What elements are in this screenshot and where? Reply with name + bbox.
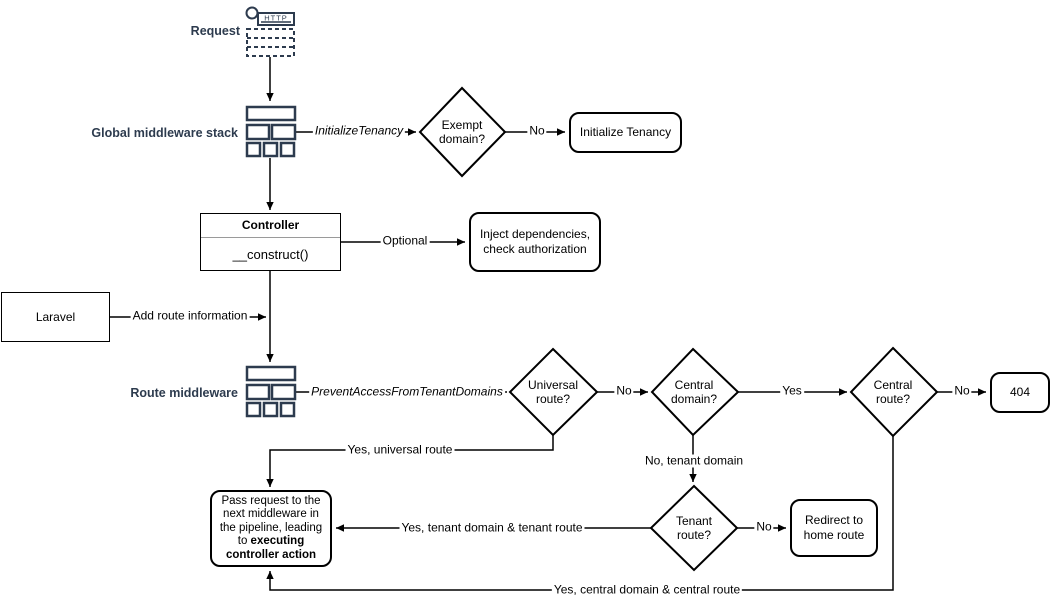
edge-label-initialize-tenancy: InitializeTenancy (312, 123, 406, 138)
edge-label-universal-yes: Yes, universal route (345, 442, 455, 457)
edge-label-tenant-domain-no: No, tenant domain (642, 453, 746, 468)
edge-label-central-route-no: No (952, 383, 972, 398)
decision-exempt-domain (418, 86, 507, 178)
edge-label-universal-no: No (614, 383, 634, 398)
controller-node: Controller __construct() (200, 213, 341, 271)
edge-label-tenant-route-yes: Yes, tenant domain & tenant route (399, 520, 585, 535)
global-middleware-stack-icon (245, 104, 297, 158)
decision-central-route (849, 346, 939, 438)
redirect-home-line1: Redirect to (804, 513, 864, 527)
edge-label-central-domain-yes: Yes (780, 383, 804, 398)
edge-label-add-route-information: Add route information (130, 308, 250, 323)
request-label: Request (190, 24, 240, 38)
404-label: 404 (1009, 385, 1031, 399)
laravel-node: Laravel (1, 292, 110, 342)
decision-central-domain (650, 347, 740, 437)
decision-tenant-route (649, 484, 739, 572)
initialize-tenancy-label: Initialize Tenancy (579, 125, 672, 139)
pass-request-text: Pass request to the next middleware in t… (219, 494, 323, 561)
redirect-home-node: Redirect to home route (790, 499, 878, 557)
initialize-tenancy-node: Initialize Tenancy (569, 112, 682, 153)
edge-label-exempt-no: No (527, 123, 547, 138)
inject-dependencies-node: Inject dependencies, check authorization (469, 212, 601, 272)
controller-node-member: __construct() (232, 246, 309, 262)
inject-dependencies-line1: Inject dependencies, (479, 227, 591, 241)
global-middleware-stack-label: Global middleware stack (91, 126, 238, 140)
pass-request-node: Pass request to the next middleware in t… (210, 490, 332, 567)
http-protocol-label: HTTP (264, 14, 288, 23)
laravel-node-label: Laravel (35, 310, 76, 324)
edge-label-tenant-route-no: No (754, 519, 774, 534)
pass-request-bold-text: executing controller action (225, 535, 317, 561)
route-middleware-stack-icon (245, 364, 297, 418)
controller-node-title: Controller (201, 214, 340, 238)
inject-dependencies-line2: check authorization (483, 242, 587, 256)
route-middleware-label: Route middleware (130, 386, 238, 400)
edge-label-central-route-yes: Yes, central domain & central route (551, 582, 743, 597)
decision-universal-route (508, 347, 599, 437)
edge-label-optional: Optional (380, 233, 430, 248)
edge-label-prevent-access: PreventAccessFromTenantDomains (309, 384, 505, 399)
http-request-icon: HTTP (245, 6, 297, 58)
redirect-home-line2: home route (803, 528, 865, 542)
404-node: 404 (990, 372, 1050, 413)
